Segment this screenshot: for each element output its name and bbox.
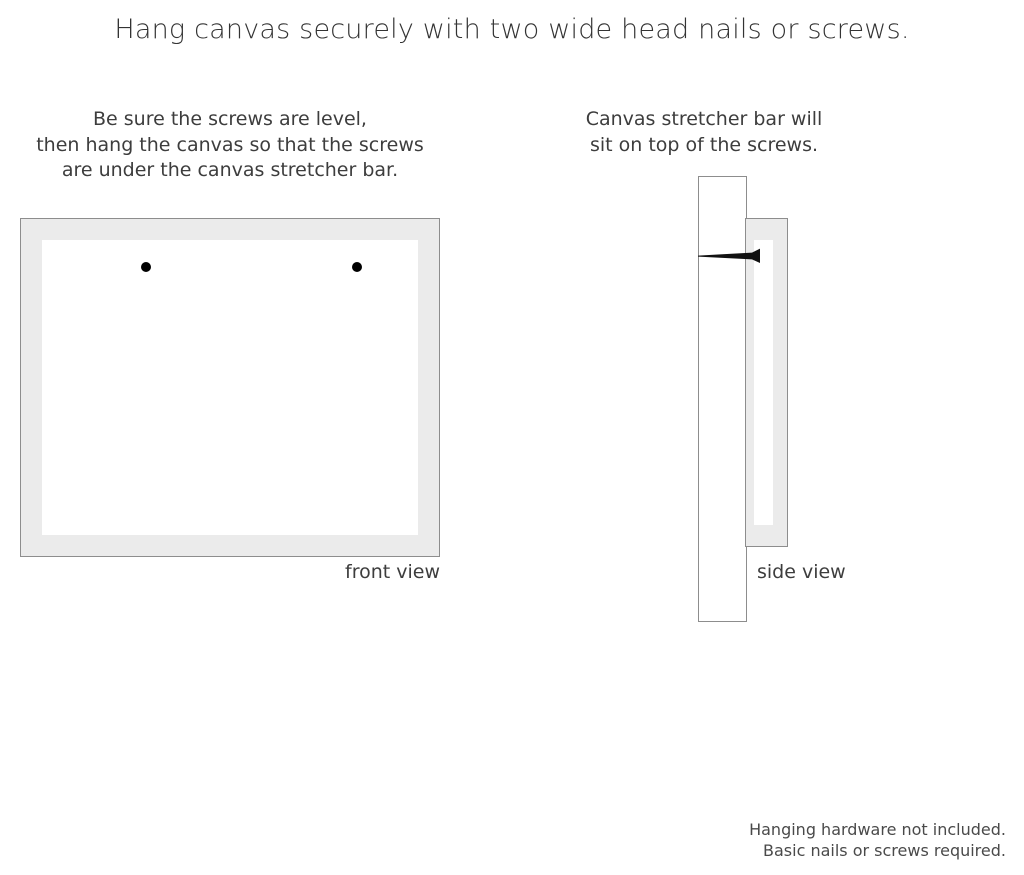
canvas-face-side xyxy=(754,240,773,525)
front-caption-line-2: then hang the canvas so that the screws xyxy=(36,133,424,156)
nail-icon xyxy=(698,248,800,264)
front-view-label: front view xyxy=(345,561,440,583)
disclaimer: Hanging hardware not included. Basic nai… xyxy=(749,819,1006,861)
canvas-face-front xyxy=(42,240,418,535)
canvas-frame-front xyxy=(20,218,440,557)
wall-side xyxy=(698,176,747,622)
page-title: Hang canvas securely with two wide head … xyxy=(114,14,910,45)
side-caption-line-1: Canvas stretcher bar will xyxy=(585,108,823,130)
front-view-illustration xyxy=(20,218,440,557)
side-view-caption: Canvas stretcher bar will sit on top of … xyxy=(580,107,828,158)
front-caption-line-1: Be sure the screws are level, xyxy=(93,108,367,130)
side-caption-line-2: sit on top of the screws. xyxy=(589,133,819,156)
disclaimer-line-2: Basic nails or screws required. xyxy=(763,841,1006,860)
front-caption-line-3: are under the canvas stretcher bar. xyxy=(61,159,399,181)
canvas-stretcher-bar-side xyxy=(745,218,788,547)
side-view-label: side view xyxy=(757,561,846,583)
left-screw-icon xyxy=(141,262,151,272)
right-screw-icon xyxy=(352,262,362,272)
side-view-illustration xyxy=(660,170,920,630)
front-view-caption: Be sure the screws are level, then hang … xyxy=(20,107,440,184)
disclaimer-line-1: Hanging hardware not included. xyxy=(749,820,1006,839)
